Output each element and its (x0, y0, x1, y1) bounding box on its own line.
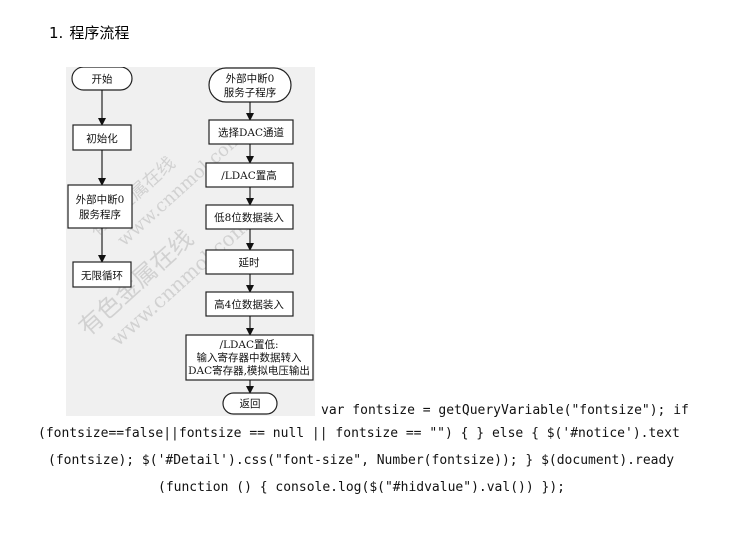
heading-title: 程序流程 (69, 24, 130, 42)
right-ldac-low-label-1: /LDAC置低: (219, 338, 278, 351)
section-heading: 1. 程序流程 (49, 22, 129, 43)
right-start-label-2: 服务子程序 (224, 86, 277, 99)
left-init-label: 初始化 (86, 132, 118, 145)
right-ldac-low-label-2: 输入寄存器中数据转入 (197, 351, 302, 364)
flowchart-figure: 有色金属在线 www.cnnmol.com 有色金属在线 www.cnnmol.… (66, 67, 315, 416)
right-delay-label: 延时 (239, 257, 260, 269)
code-line-4: (function () { console.log($("#hidvalue"… (158, 480, 565, 495)
left-isr-label-2: 服务程序 (79, 208, 121, 221)
left-flow: 开始 初始化 外部中断0 服务程序 无限循环 (67, 67, 133, 288)
right-ldac-high-label: /LDAC置高 (221, 169, 277, 182)
left-isr-box (67, 184, 133, 229)
right-select-box (208, 119, 294, 145)
heading-number: 1. (49, 24, 64, 42)
left-isr-label-1: 外部中断0 (76, 193, 125, 206)
right-ldac-low-label-3: DAC寄存器,模拟电压输出 (188, 364, 310, 377)
left-start-label: 开始 (92, 73, 113, 86)
right-flow: 外部中断0 服务子程序 选择DAC通道 /LDAC置高 低8位数据装入 延时 高… (185, 67, 314, 415)
right-low8-box (205, 204, 294, 230)
right-start-label-1: 外部中断0 (226, 72, 275, 85)
left-loop-box (72, 261, 132, 288)
right-ldac-high-box (205, 162, 294, 188)
code-line-2: (fontsize==false||fontsize == null || fo… (38, 426, 680, 441)
right-high4-box (205, 291, 294, 317)
right-select-label: 选择DAC通道 (218, 126, 285, 139)
flowchart-svg: 有色金属在线 www.cnnmol.com 有色金属在线 www.cnnmol.… (66, 67, 315, 416)
left-loop-label: 无限循环 (81, 269, 123, 282)
right-high4-label: 高4位数据装入 (214, 298, 284, 311)
right-low8-label: 低8位数据装入 (214, 211, 284, 224)
code-line-1: var fontsize = getQueryVariable("fontsiz… (321, 403, 689, 418)
right-return-label: 返回 (240, 398, 261, 410)
right-return-terminal (222, 392, 278, 415)
right-ldac-low-box (185, 334, 314, 381)
code-line-3: (fontsize); $('#Detail').css("font-size"… (48, 453, 675, 468)
